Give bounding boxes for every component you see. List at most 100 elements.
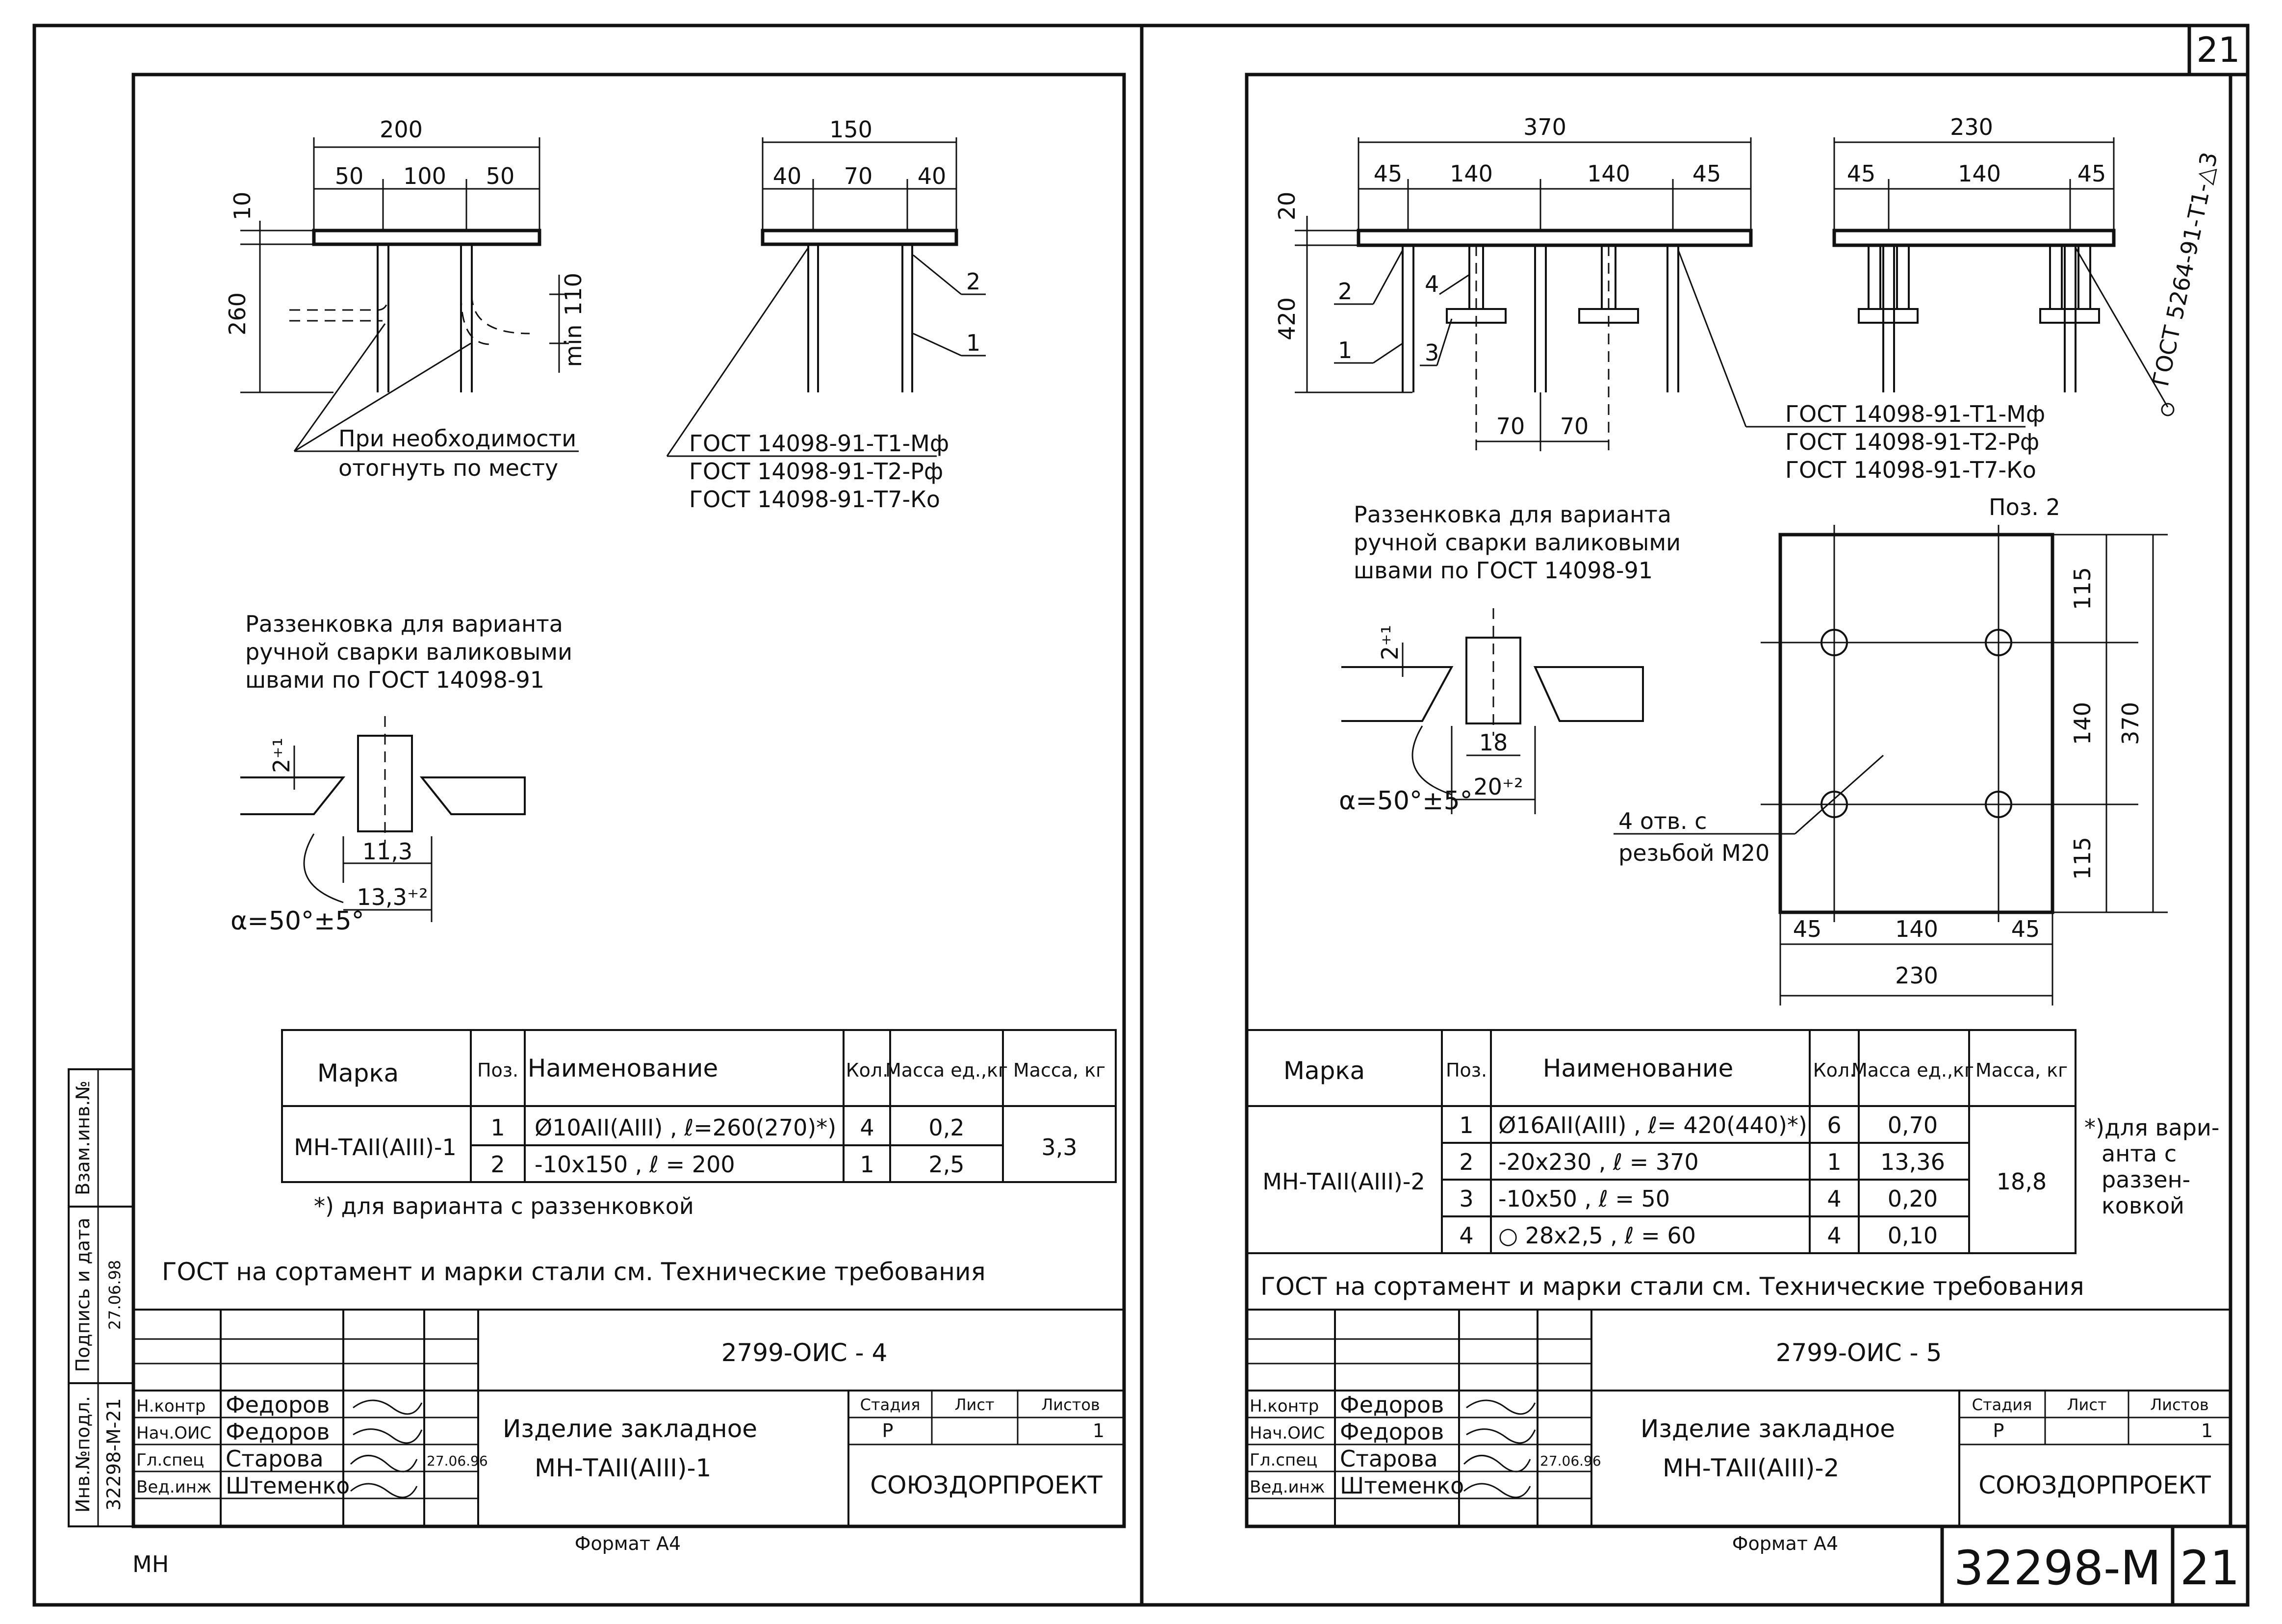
right-row1-qty: 6	[1827, 1112, 1841, 1138]
left-th-unit-mass: Масса ед.,кг	[885, 1059, 1008, 1081]
left-detail-gap: 2⁺¹	[268, 738, 295, 773]
right-dim-b2: 70	[1560, 413, 1589, 439]
left-signature-1	[353, 1399, 423, 1415]
pos2-h1: 45	[1793, 916, 1822, 942]
right-role-2: Нач.ОИС	[1250, 1423, 1325, 1443]
left-detail-w2: 13,3⁺²	[357, 884, 428, 910]
right-stage-header: Стадия	[1972, 1395, 2032, 1414]
right-row3-mass: 0,20	[1888, 1186, 1938, 1212]
left-gost-weld-3: ГОСТ 14098-91-Т7-Ко	[689, 486, 940, 513]
right-detail-angle: α=50°±5°	[1339, 786, 1473, 816]
left-side-date: 27.06.98	[105, 1260, 124, 1330]
left-gost-weld-1: ГОСТ 14098-91-Т1-Мф	[689, 430, 949, 457]
left-stamp-title-1: Изделие закладное	[503, 1415, 757, 1443]
right-stage: Р	[1993, 1420, 2004, 1442]
left-org: СОЮЗДОРПРОЕКТ	[870, 1471, 1103, 1499]
right-detail-w1: 18	[1479, 729, 1508, 756]
right-gost-weld-1: ГОСТ 14098-91-Т1-Мф	[1785, 401, 2045, 427]
right-dim-total: 370	[1523, 114, 1566, 140]
right-razz-title-3: швами по ГОСТ 14098-91	[1354, 557, 1653, 584]
left-stage-header: Стадия	[860, 1395, 921, 1414]
left-signature-2	[353, 1428, 423, 1444]
left-detail-angle: α=50°±5°	[231, 906, 364, 936]
right-name-1: Федоров	[1340, 1392, 1444, 1418]
left-note-bend-2: отогнуть по месту	[338, 455, 558, 481]
left-stamp-title-2: МН-ТАII(АIII)-1	[535, 1454, 711, 1482]
right-signature-4	[1463, 1483, 1531, 1498]
right-pos2-plate-view: Поз. 2 115 140 115 370 45 140 45 230 4 о…	[1614, 494, 2168, 1005]
right-sheet-border	[1140, 24, 2250, 1607]
sheet-number: 21	[2196, 30, 2240, 70]
left-drawing-frame	[131, 73, 1126, 1528]
right-role-1: Н.контр	[1250, 1396, 1319, 1416]
right-side-dim-2: 140	[1958, 160, 2001, 187]
right-pos-3-label: 3	[1425, 339, 1439, 366]
left-detail-w1: 11,3	[362, 838, 412, 865]
left-role-4: Вед.инж	[136, 1477, 212, 1497]
left-dim-total: 200	[380, 116, 423, 143]
doc-code: 32298-М	[1954, 1541, 2161, 1596]
right-footnote-4: ковкой	[2102, 1192, 2184, 1219]
left-spec-table: Марка Поз. Наименование Кол. Масса ед.,к…	[281, 1029, 1117, 1183]
right-th-mass: Масса, кг	[1975, 1059, 2068, 1081]
right-side-dim-total: 230	[1950, 114, 1993, 140]
right-row4-mass: 0,10	[1888, 1222, 1938, 1249]
right-pos2-title: Поз. 2	[1989, 494, 2060, 520]
right-dim-2: 140	[1450, 160, 1493, 187]
left-side-inv: Взам.инв.№	[72, 1081, 94, 1195]
left-th-mark: Марка	[317, 1059, 399, 1087]
left-role-3: Гл.спец	[136, 1450, 204, 1470]
left-stamp-code: 2799-ОИС - 4	[721, 1339, 888, 1367]
right-signature-1	[1466, 1399, 1536, 1415]
right-signature-3	[1463, 1455, 1531, 1472]
left-format: Формат А4	[575, 1533, 681, 1554]
right-detail-w2: 20⁺²	[1473, 773, 1523, 800]
right-sheet-header: Лист	[2067, 1395, 2106, 1414]
pos2-v2: 140	[2069, 702, 2096, 745]
pos2-plate-outline	[1778, 533, 2054, 914]
left-row1-mass: 0,2	[928, 1114, 964, 1141]
right-dim-4: 45	[1692, 160, 1721, 187]
right-role-3: Гл.спец	[1250, 1450, 1317, 1470]
right-pos-1-label: 1	[1338, 337, 1352, 363]
right-row3-qty: 4	[1827, 1186, 1841, 1212]
left-countersink-detail: Раззенковка для варианта ручной сварки в…	[231, 611, 572, 936]
right-row2-mass: 13,36	[1880, 1149, 1945, 1175]
left-plate	[312, 229, 541, 246]
right-dim-3: 140	[1587, 160, 1630, 187]
left-name-2: Федоров	[226, 1418, 330, 1445]
left-side-dim-2: 70	[844, 163, 873, 189]
right-row4-qty: 4	[1827, 1222, 1841, 1249]
pos2-holes-1: 4 отв. с	[1618, 808, 1707, 834]
doc-sheet: 21	[2180, 1541, 2240, 1596]
right-th-name: Наименование	[1543, 1054, 1734, 1083]
right-row3-name: -10x50 , ℓ = 50	[1498, 1186, 1670, 1212]
left-razz-title-1: Раззенковка для варианта	[245, 611, 563, 637]
right-sheets: 1	[2201, 1420, 2213, 1442]
left-title-block: 2799-ОИС - 4 Н.контр Нач.ОИС Гл.спец Вед…	[133, 1309, 1124, 1554]
right-mark: МН-ТАII(АIII)-2	[1262, 1168, 1425, 1195]
left-pos-1-label: 1	[966, 330, 980, 356]
right-row3-pos: 3	[1459, 1186, 1473, 1212]
right-title-block: 2799-ОИС - 5 Н.контр Нач.ОИС Гл.спец Вед…	[1247, 1309, 2231, 1554]
right-side-dim-1: 45	[1847, 160, 1876, 187]
left-dim-height: 260	[224, 292, 251, 335]
left-sheets: 1	[1093, 1420, 1104, 1442]
right-spec-table: Марка Поз. Наименование Кол. Масса ед.,к…	[1246, 1029, 2077, 1254]
bolt-hole-2	[1985, 629, 2012, 656]
left-note-bend-1: При необходимости	[338, 425, 576, 452]
right-front-view: 370 45 140 140 45 20 420 70 70 2 1 4 3	[1274, 114, 1775, 451]
right-dim-b1: 70	[1496, 413, 1525, 439]
left-corner-label: МН	[132, 1551, 169, 1577]
right-gost-note: ГОСТ на сортамент и марки стали см. Техн…	[1260, 1272, 2084, 1301]
right-detail-gap: 2⁺¹	[1377, 625, 1403, 660]
right-signature-2	[1466, 1428, 1536, 1444]
sheet-number-box	[2187, 24, 2250, 77]
right-format: Формат А4	[1732, 1533, 1838, 1554]
left-gost-weld-2: ГОСТ 14098-91-Т2-Рф	[689, 458, 943, 485]
right-footnote-3: раззен-	[2102, 1166, 2190, 1193]
right-drawing-frame	[1245, 73, 2232, 1528]
left-th-name: Наименование	[528, 1054, 718, 1083]
right-row4-name: ○ 28x2,5 , ℓ = 60	[1498, 1222, 1696, 1249]
right-row2-name: -20x230 , ℓ = 370	[1498, 1149, 1699, 1175]
